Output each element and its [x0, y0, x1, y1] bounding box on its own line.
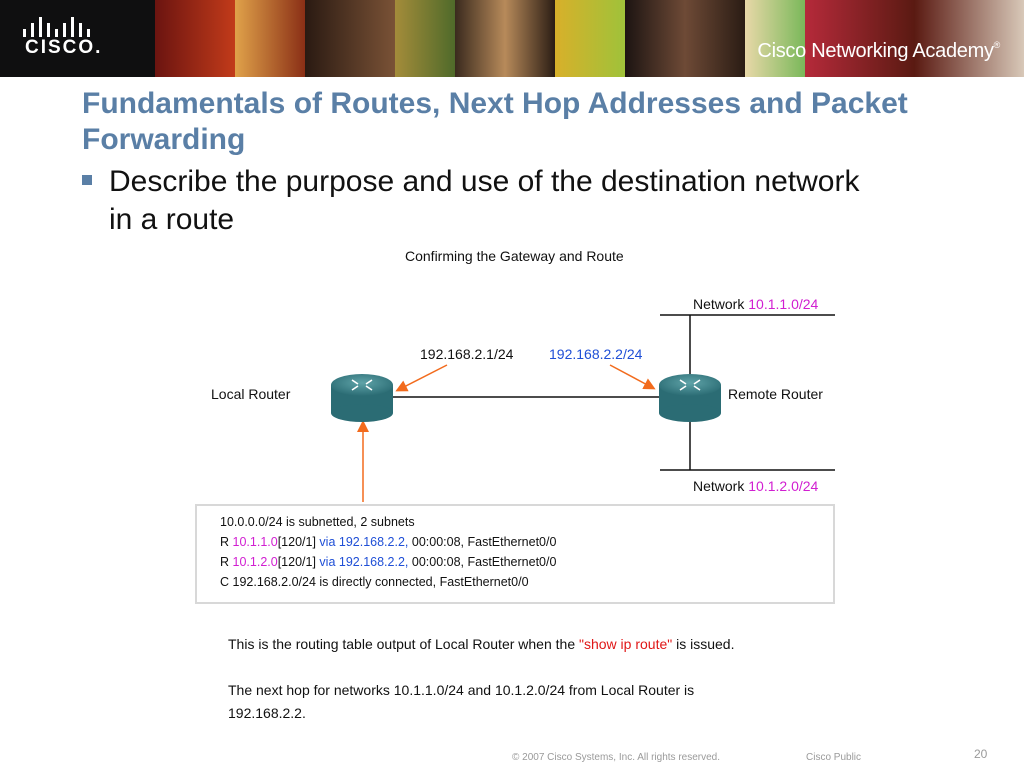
cisco-logo: CISCO.: [0, 0, 155, 77]
note-next-hop-line2: 192.168.2.2.: [228, 705, 306, 721]
cisco-bridge-icon: [23, 17, 90, 37]
academy-brand: Cisco Networking Academy®: [757, 40, 1000, 62]
slide-title: Fundamentals of Routes, Next Hop Address…: [82, 87, 908, 156]
logo-text: CISCO.: [25, 37, 103, 58]
topology-lines: [331, 314, 835, 502]
remote-router-icon: [659, 374, 721, 422]
rt-connected-route: C 192.168.2.0/24 is directly connected, …: [220, 575, 529, 589]
routing-table-box: 10.0.0.0/24 is subnetted, 2 subnets R 10…: [195, 504, 835, 604]
network-diagram: Confirming the Gateway and Route: [190, 240, 850, 620]
rt-route-2: R 10.1.2.0[120/1] via 192.168.2.2, 00:00…: [220, 555, 557, 569]
photo-strip: [155, 0, 1024, 77]
local-ip-label: 192.168.2.1/24: [420, 346, 514, 362]
bullet-text: Describe the purpose and use of the dest…: [109, 165, 860, 236]
footer-classification: Cisco Public: [806, 752, 862, 763]
bullet-square-icon: [82, 175, 92, 185]
page-number: 20: [974, 747, 988, 761]
rt-route-1: R 10.1.1.0[120/1] via 192.168.2.2, 00:00…: [220, 535, 557, 549]
local-router-label: Local Router: [211, 386, 291, 402]
rt-subnet-line: 10.0.0.0/24 is subnetted, 2 subnets: [220, 515, 415, 529]
note-next-hop-line1: The next hop for networks 10.1.1.0/24 an…: [228, 682, 695, 698]
remote-ip-label: 192.168.2.2/24: [549, 346, 643, 362]
figure-title: Confirming the Gateway and Route: [405, 248, 624, 264]
note-show-ip-route: This is the routing table output of Loca…: [228, 636, 735, 652]
remote-router-label: Remote Router: [728, 386, 823, 402]
header-banner: CISCO. Cisco Networking Academy®: [0, 0, 1024, 77]
network-bottom-label: Network 10.1.2.0/24: [693, 478, 819, 494]
local-ip-arrow: [395, 364, 448, 392]
local-router-icon: [331, 374, 393, 422]
network-top-label: Network 10.1.1.0/24: [693, 296, 819, 312]
footer-copyright: © 2007 Cisco Systems, Inc. All rights re…: [512, 752, 721, 763]
remote-ip-arrow: [609, 364, 656, 390]
